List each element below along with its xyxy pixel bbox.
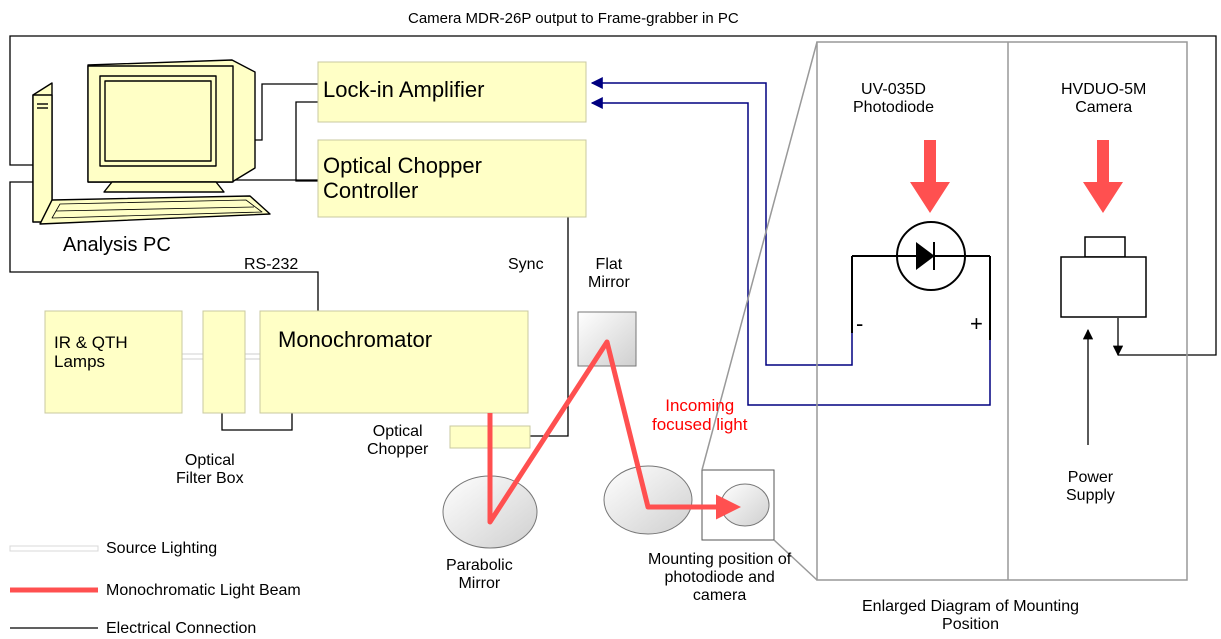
- lockin-controller-wire: [295, 101, 318, 182]
- top-caption: Camera MDR-26P output to Frame-grabber i…: [408, 10, 739, 27]
- legend-source-lighting: Source Lighting: [106, 540, 218, 557]
- sync-label: Sync: [508, 256, 544, 273]
- minus-terminal: -: [856, 311, 864, 336]
- enlarged-panel: [701, 41, 1188, 581]
- rs232-label: RS-232: [244, 256, 299, 273]
- mounting-position-label: Mounting position of photodiode and came…: [648, 551, 792, 604]
- flat-mirror-label: Flat Mirror: [588, 256, 630, 291]
- lamps-label: IR & QTH Lamps: [54, 333, 128, 372]
- monochromator-label: Monochromator: [278, 327, 433, 352]
- flat-mirror: [577, 311, 637, 367]
- light-beam: [487, 339, 741, 525]
- plus-terminal: +: [970, 311, 983, 336]
- chopper-controller-label: Optical Chopper Controller: [323, 153, 482, 203]
- legend-electrical-connection: Electrical Connection: [106, 620, 257, 637]
- filter-box-label: Optical Filter Box: [176, 452, 244, 487]
- source-lighting-path: [182, 353, 260, 360]
- parabolic-mirror-label: Parabolic Mirror: [446, 557, 513, 592]
- signal-wires: [590, 77, 991, 406]
- lock-in-amplifier-box: [317, 61, 587, 123]
- filter-box: [202, 310, 246, 414]
- chopper-controller-box: [317, 139, 587, 218]
- legend-monochromatic-beam: Monochromatic Light Beam: [106, 582, 301, 599]
- sync-wire: [530, 215, 569, 437]
- equipment-boxes: [44, 61, 587, 449]
- power-supply-label: Power Supply: [1066, 469, 1115, 504]
- rs232-wire: [9, 181, 319, 312]
- minus-signal-wire: [590, 77, 853, 366]
- incoming-light-label: Incoming focused light: [652, 396, 748, 435]
- analysis-pc-label: Analysis PC: [63, 234, 171, 256]
- camera-symbol: [1060, 236, 1147, 318]
- pc-lockin-wire: [255, 83, 318, 141]
- lock-in-label: Lock-in Amplifier: [323, 77, 485, 102]
- camera-wires: [1082, 318, 1124, 445]
- lamps-box: [44, 310, 183, 414]
- optical-chopper-label: Optical Chopper: [367, 423, 429, 458]
- enlarged-caption: Enlarged Diagram of Mounting Position: [862, 598, 1080, 633]
- monochromator-box: [259, 310, 529, 414]
- plus-signal-wire: [590, 97, 991, 406]
- camera-output-wire: [9, 35, 1217, 356]
- filterbox-wire: [221, 410, 293, 431]
- camera-label: HVDUO-5M Camera: [1061, 81, 1147, 116]
- analysis-pc-icon: [32, 59, 271, 225]
- incident-light-arrows: [910, 140, 1123, 213]
- photodiode-label: UV-035D Photodiode: [853, 81, 934, 116]
- legend-lines: [9, 545, 99, 629]
- photodiode-symbol: [851, 221, 991, 340]
